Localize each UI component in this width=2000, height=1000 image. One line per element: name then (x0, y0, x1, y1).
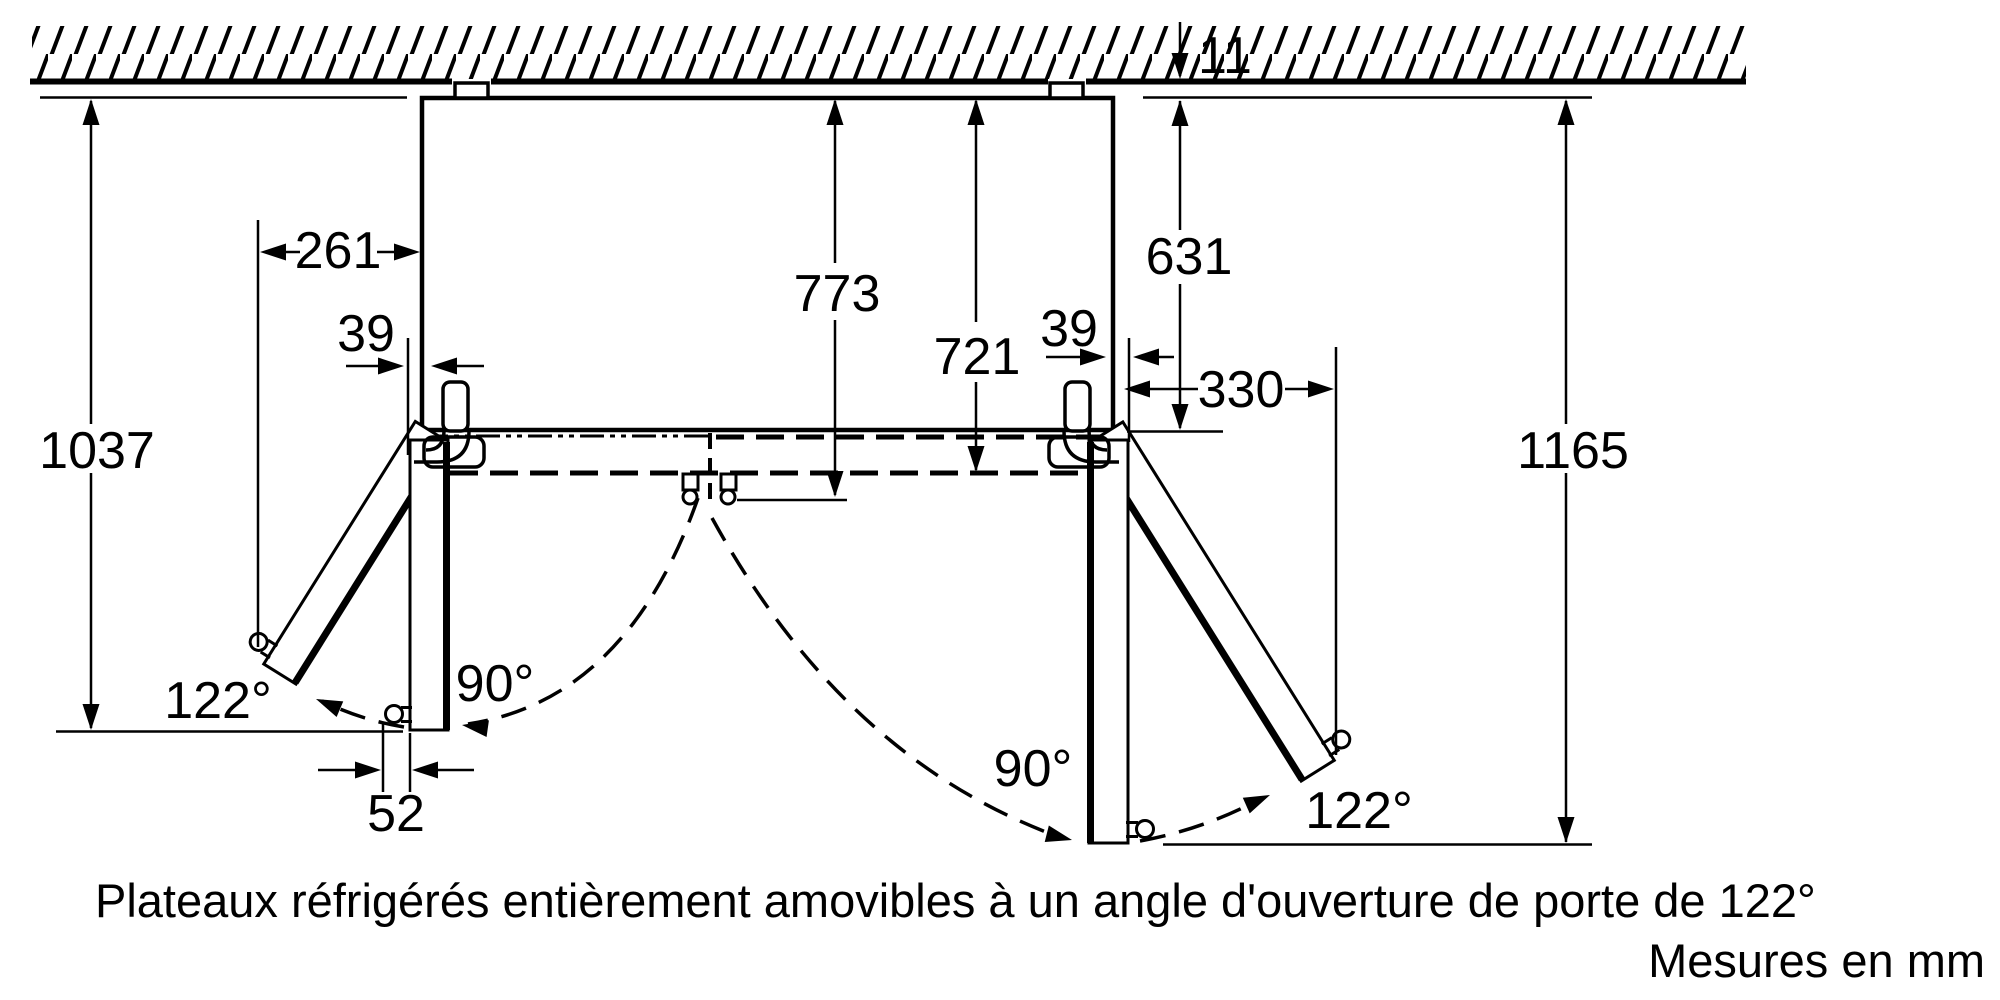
left-door-open-122 (248, 419, 450, 687)
right-door-open-90 (1087, 438, 1155, 845)
wall-hatching (30, 26, 1746, 85)
dim-label-1037: 1037 (39, 422, 155, 480)
caption-text: Plateaux réfrigérés entièrement amovible… (95, 874, 1816, 927)
dim-label-wall-gap: 11 (1198, 27, 1252, 85)
dim-label-631: 631 (1146, 228, 1233, 286)
dim-label-1165: 1165 (1517, 422, 1629, 480)
left-hinge-pin (453, 81, 490, 100)
right-door-open-122 (1087, 419, 1352, 784)
angle-label-90-right: 90° (994, 740, 1073, 798)
dimension-lines (82, 22, 1575, 843)
extension-lines (56, 220, 1592, 846)
right-hinge-pin (1048, 81, 1085, 100)
dim-label-330: 330 (1198, 361, 1285, 419)
door-envelope-lines (424, 433, 1110, 499)
dim-label-773: 773 (794, 265, 881, 323)
dim-label-39-left: 39 (337, 305, 395, 363)
right-hinge-mechanism (1047, 380, 1119, 469)
angle-label-122-left: 122° (164, 672, 272, 730)
dim-label-52: 52 (367, 785, 425, 843)
angle-label-90-left: 90° (456, 655, 535, 713)
angle-label-122-right: 122° (1305, 782, 1413, 840)
dim-label-261: 261 (295, 222, 382, 280)
left-door-open-90 (384, 438, 450, 732)
left-hinge-mechanism (414, 380, 486, 469)
dim-label-39-right: 39 (1040, 300, 1098, 358)
door-swing-arcs (316, 497, 1270, 843)
center-door-stops (681, 472, 738, 506)
dim-label-721: 721 (934, 328, 1021, 386)
refrigerator-cabinet (419, 95, 1116, 433)
units-note: Mesures en mm (1648, 934, 1985, 987)
